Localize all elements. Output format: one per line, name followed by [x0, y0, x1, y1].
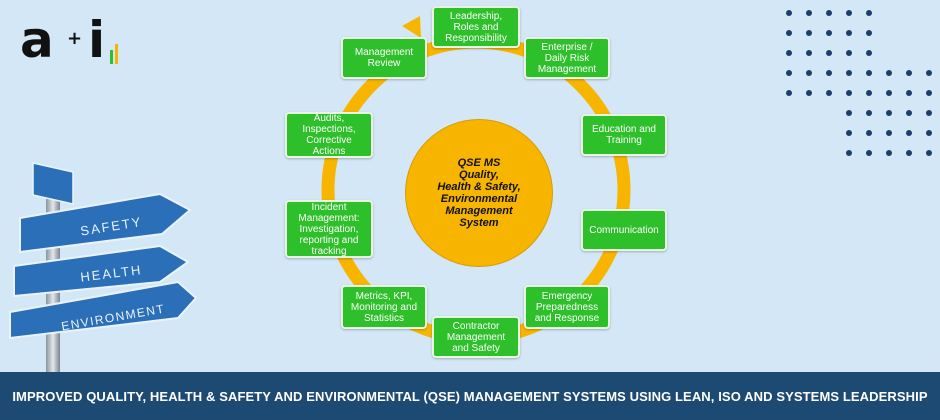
- dot: [906, 90, 912, 96]
- dot: [846, 150, 852, 156]
- sign-health: [13, 244, 190, 298]
- dot: [806, 70, 812, 76]
- node-emergency: Emergency Preparedness and Response: [524, 285, 610, 329]
- node-management-review: Management Review: [341, 37, 427, 79]
- qse-center-circle: QSE MS Quality, Health & Safety, Environ…: [406, 120, 552, 266]
- center-label: QSE MS Quality, Health & Safety, Environ…: [437, 157, 521, 229]
- dot: [846, 50, 852, 56]
- dot: [786, 30, 792, 36]
- ring-arrowhead-icon: [402, 16, 421, 38]
- dot: [866, 50, 872, 56]
- dot: [846, 30, 852, 36]
- dot: [926, 130, 932, 136]
- dot: [826, 70, 832, 76]
- node-education-training: Education and Training: [581, 114, 667, 156]
- dot: [846, 90, 852, 96]
- dot: [806, 30, 812, 36]
- dot: [866, 110, 872, 116]
- dot: [786, 10, 792, 16]
- dot: [886, 150, 892, 156]
- footer-title: IMPROVED QUALITY, HEALTH & SAFETY AND EN…: [12, 388, 928, 404]
- brand-logo: a + i: [20, 14, 130, 66]
- logo-bars-icon: [110, 42, 124, 64]
- dot: [866, 10, 872, 16]
- logo-letter-i: i: [88, 11, 106, 69]
- footer-banner: IMPROVED QUALITY, HEALTH & SAFETY AND EN…: [0, 372, 940, 420]
- dot: [926, 70, 932, 76]
- dot: [806, 10, 812, 16]
- node-communication: Communication: [581, 209, 667, 251]
- dot: [866, 150, 872, 156]
- dot: [906, 70, 912, 76]
- logo-plus: +: [67, 28, 83, 49]
- dot: [846, 110, 852, 116]
- dot: [826, 90, 832, 96]
- dot: [866, 90, 872, 96]
- dot: [846, 130, 852, 136]
- node-contractor: Contractor Management and Safety: [432, 316, 520, 358]
- dot: [866, 130, 872, 136]
- dot: [806, 90, 812, 96]
- dot: [886, 70, 892, 76]
- node-audits: Audits, Inspections, Corrective Actions: [285, 112, 373, 158]
- node-metrics: Metrics, KPI, Monitoring and Statistics: [341, 285, 427, 329]
- dot: [866, 70, 872, 76]
- dot: [826, 50, 832, 56]
- dot: [926, 110, 932, 116]
- dot: [786, 90, 792, 96]
- dot: [906, 130, 912, 136]
- dot: [906, 150, 912, 156]
- dot: [926, 90, 932, 96]
- dot: [826, 10, 832, 16]
- dot: [786, 50, 792, 56]
- logo-letter-a: a: [20, 11, 54, 69]
- dot: [886, 130, 892, 136]
- dot: [826, 30, 832, 36]
- dot: [906, 110, 912, 116]
- dot: [846, 70, 852, 76]
- dot: [926, 150, 932, 156]
- dot: [806, 50, 812, 56]
- node-incident: Incident Management: Investigation, repo…: [285, 200, 373, 258]
- top-sign: [32, 162, 74, 205]
- dot: [846, 10, 852, 16]
- node-leadership: Leadership, Roles and Responsibility: [432, 6, 520, 48]
- dot: [786, 70, 792, 76]
- sign-safety: [19, 192, 192, 254]
- sign-environment: [9, 280, 198, 340]
- node-enterprise-risk: Enterprise / Daily Risk Management: [524, 37, 610, 79]
- dot: [886, 90, 892, 96]
- dot: [886, 110, 892, 116]
- dot: [866, 30, 872, 36]
